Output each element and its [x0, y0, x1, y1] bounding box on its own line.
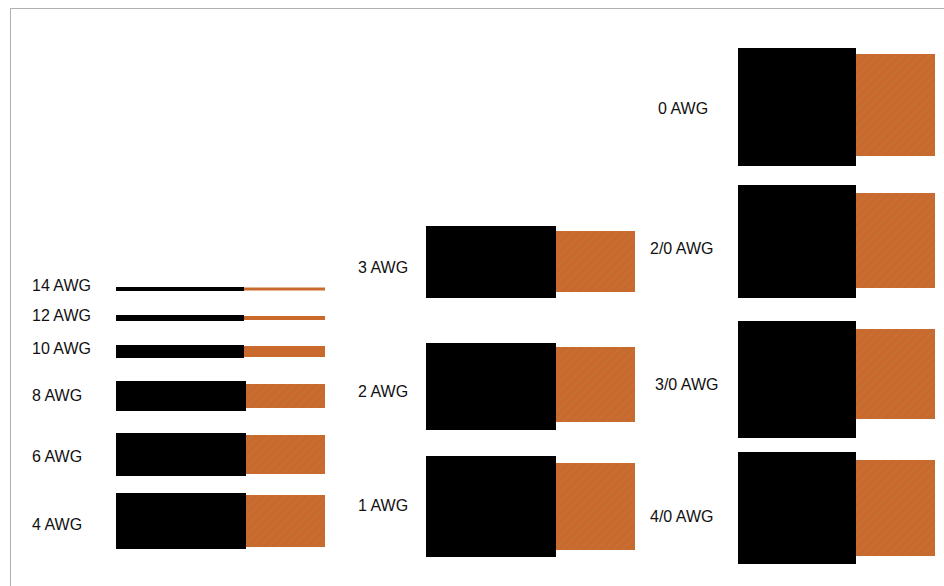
- wire-sample: [738, 185, 935, 298]
- wire-sample: [426, 456, 635, 557]
- wire-sample: [116, 287, 325, 291]
- gauge-label: 10 AWG: [32, 339, 91, 359]
- insulation: [116, 287, 244, 291]
- copper-core: [556, 463, 635, 550]
- insulation: [738, 185, 856, 298]
- wire-sample: [426, 226, 635, 298]
- gauge-label: 1 AWG: [358, 496, 408, 516]
- insulation: [426, 226, 556, 298]
- copper-core: [556, 347, 635, 422]
- copper-core: [244, 288, 325, 291]
- copper-core: [856, 329, 935, 419]
- copper-core: [244, 316, 325, 320]
- gauge-label: 8 AWG: [32, 386, 82, 406]
- wire-sample: [426, 343, 635, 430]
- wire-sample: [738, 321, 935, 438]
- gauge-label: 4 AWG: [32, 515, 82, 535]
- gauge-label: 12 AWG: [32, 306, 91, 326]
- insulation: [738, 321, 856, 438]
- wire-sample: [738, 48, 935, 166]
- wire-sample: [116, 433, 325, 476]
- copper-core: [246, 384, 325, 408]
- copper-core: [246, 435, 325, 474]
- gauge-label: 4/0 AWG: [650, 507, 713, 527]
- copper-core: [246, 495, 325, 547]
- insulation: [116, 345, 244, 358]
- wire-sample: [116, 315, 325, 321]
- copper-core: [856, 460, 935, 556]
- copper-core: [556, 231, 635, 292]
- frame: [11, 9, 944, 586]
- wire-sample: [116, 345, 325, 358]
- wire-sample: [116, 381, 325, 411]
- insulation: [116, 381, 246, 411]
- wire-sample: [738, 452, 935, 564]
- insulation: [738, 452, 856, 564]
- gauge-label: 2 AWG: [358, 382, 408, 402]
- gauge-label: 2/0 AWG: [650, 239, 713, 259]
- copper-core: [244, 346, 325, 357]
- gauge-label: 14 AWG: [32, 276, 91, 296]
- insulation: [116, 493, 246, 549]
- gauge-label: 0 AWG: [658, 99, 708, 119]
- gauge-label: 6 AWG: [32, 447, 82, 467]
- insulation: [116, 315, 244, 321]
- insulation: [738, 48, 856, 166]
- insulation: [426, 343, 556, 430]
- insulation: [426, 456, 556, 557]
- insulation: [116, 433, 246, 476]
- copper-core: [856, 54, 935, 156]
- copper-core: [856, 193, 935, 288]
- wire-sample: [116, 493, 325, 549]
- gauge-label: 3/0 AWG: [655, 375, 718, 395]
- gauge-label: 3 AWG: [358, 258, 408, 278]
